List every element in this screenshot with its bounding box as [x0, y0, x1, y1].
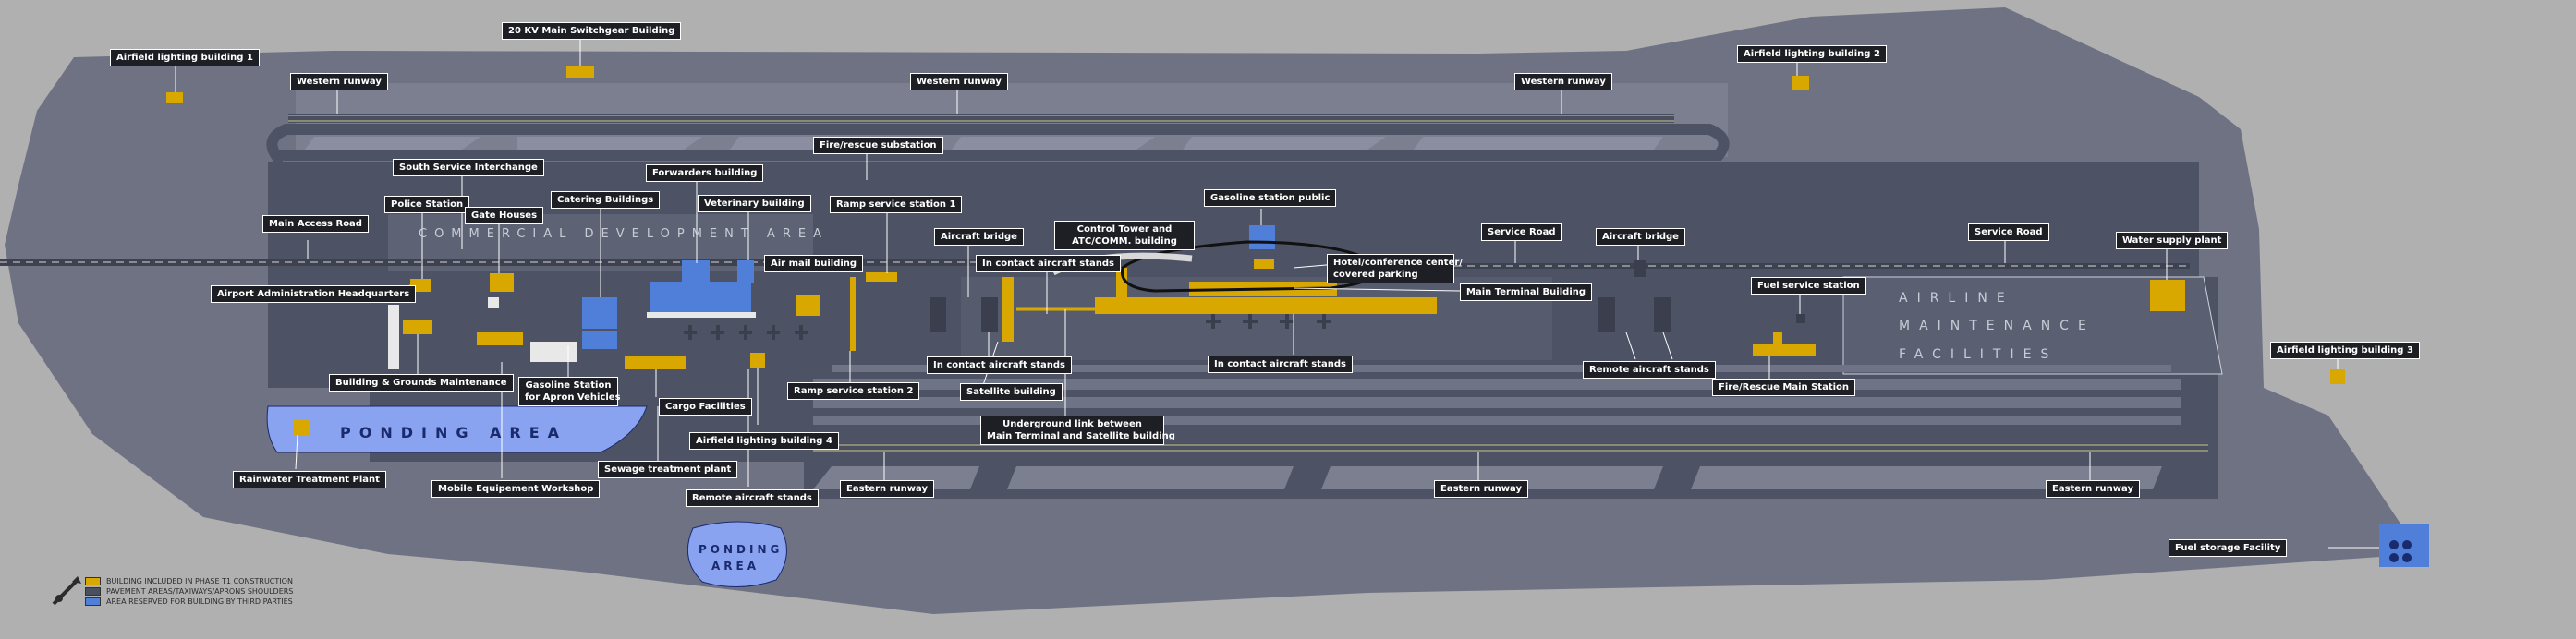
airline-maintenance-label-1: AIRLINE	[1899, 291, 2014, 306]
label-water-supply-plant: Water supply plant	[2116, 232, 2229, 249]
label-western-runway-2: Western runway	[910, 73, 1008, 90]
legend-swatch-third-party	[85, 597, 101, 606]
legend-text-pavement: PAVEMENT AREAS/TAXIWAYS/APRONS SHOULDERS	[106, 587, 294, 596]
label-underground-link: Underground link between Main Terminal a…	[980, 416, 1175, 445]
label-main-terminal-building: Main Terminal Building	[1460, 283, 1593, 301]
label-contact-stands-2: In contact aircraft stands	[927, 356, 1072, 374]
western-runway	[288, 114, 1674, 123]
legend-text-phase-t1: BUILDING INCLUDED IN PHASE T1 CONSTRUCTI…	[106, 577, 293, 585]
ponding-area-small	[687, 521, 787, 587]
label-airport-administration: Airport Administration Headquarters	[211, 285, 417, 303]
label-gasoline-station-public: Gasoline station public	[1204, 189, 1337, 207]
phase-t1-buildings	[166, 66, 2345, 435]
label-gas-apron-line-1: Gasoline Station	[525, 380, 612, 391]
legend-swatch-pavement	[85, 587, 101, 596]
label-airfield-lighting-2: Airfield lighting building 2	[1737, 45, 1887, 63]
label-western-runway-3: Western runway	[1514, 73, 1612, 90]
label-satellite-building: Satellite building	[960, 383, 1063, 401]
label-eastern-runway-3: Eastern runway	[2046, 480, 2140, 498]
label-building-grounds-maintenance: Building & Grounds Maintenance	[329, 374, 514, 392]
label-air-mail-building: Air mail building	[764, 255, 864, 272]
legend-swatch-phase-t1	[85, 577, 101, 585]
ponding-area-main-label: PONDING AREA	[340, 424, 568, 441]
label-control-tower-line-1: Control Tower and	[1076, 224, 1173, 235]
label-gasoline-station-apron: Gasoline Station for Apron Vehicles	[518, 377, 621, 406]
ponding-area-small-label-1: PONDING	[699, 543, 784, 556]
label-contact-stands-3: In contact aircraft stands	[1208, 356, 1353, 373]
label-remote-stands-2: Remote aircraft stands	[686, 489, 819, 507]
label-gas-apron-line-2: for Apron Vehicles	[525, 392, 621, 403]
label-catering-buildings: Catering Buildings	[551, 191, 661, 209]
airline-maintenance-area	[1842, 276, 2223, 375]
map-legend: BUILDING INCLUDED IN PHASE T1 CONSTRUCTI…	[85, 576, 293, 607]
ponding-area-small-label-2: AREA	[711, 560, 759, 573]
label-hotel-conference: Hotel/conference center/ covered parking	[1327, 254, 1463, 283]
label-rainwater-treatment: Rainwater Treatment Plant	[233, 471, 386, 488]
fuel-storage-tanks	[2389, 540, 2412, 562]
legend-item-phase-t1: BUILDING INCLUDED IN PHASE T1 CONSTRUCTI…	[85, 576, 293, 586]
label-western-runway-1: Western runway	[290, 73, 388, 90]
label-police-station: Police Station	[384, 196, 470, 213]
ponding-area-main	[266, 405, 648, 453]
aircraft-icons	[684, 314, 1331, 340]
label-control-tower: Control Tower and ATC/COMM. building	[1054, 221, 1195, 250]
label-cargo-facilities: Cargo Facilities	[659, 398, 752, 416]
label-south-service-interchange: South Service Interchange	[393, 159, 544, 176]
label-airfield-lighting-3: Airfield lighting building 3	[2270, 342, 2420, 359]
legend-item-pavement: PAVEMENT AREAS/TAXIWAYS/APRONS SHOULDERS	[85, 586, 293, 597]
label-service-road-1: Service Road	[1481, 223, 1562, 241]
airline-maintenance-label-2: MAINTENANCE	[1899, 319, 2096, 333]
label-20kv-switchgear: 20 KV Main Switchgear Building	[502, 22, 682, 40]
legend-text-third-party: AREA RESERVED FOR BUILDING BY THIRD PART…	[106, 597, 293, 606]
label-sewage-treatment: Sewage treatment plant	[598, 461, 738, 478]
white-structures	[388, 297, 756, 369]
label-fuel-service-station: Fuel service station	[1751, 277, 1866, 295]
eastern-runway	[813, 443, 2208, 452]
label-aircraft-bridge-2: Aircraft bridge	[1596, 228, 1685, 246]
label-hotel-line-1: Hotel/conference center/	[1333, 258, 1463, 268]
label-forwarders-building: Forwarders building	[646, 164, 764, 182]
commercial-development-area-label: COMMERCIAL DEVELOPMENT AREA	[419, 227, 829, 241]
legend-item-third-party: AREA RESERVED FOR BUILDING BY THIRD PART…	[85, 597, 293, 607]
label-hotel-line-2: covered parking	[1333, 270, 1418, 280]
label-gate-houses: Gate Houses	[465, 207, 544, 224]
service-road	[1441, 263, 2190, 269]
remote-stand-markers	[930, 260, 1805, 332]
label-contact-stands-1: In contact aircraft stands	[976, 255, 1121, 272]
airline-maintenance-label-3: FACILITIES	[1899, 347, 2059, 362]
label-underground-line-1: Underground link between	[1002, 419, 1142, 429]
label-fuel-storage-facility: Fuel storage Facility	[2169, 539, 2288, 557]
label-underground-line-2: Main Terminal and Satellite building	[987, 431, 1175, 441]
label-control-tower-line-2: ATC/COMM. building	[1072, 236, 1177, 247]
label-airfield-lighting-4: Airfield lighting building 4	[689, 432, 839, 450]
label-fire-rescue-main-station: Fire/Rescue Main Station	[1712, 379, 1856, 396]
label-veterinary-building: Veterinary building	[698, 195, 811, 212]
label-eastern-runway-1: Eastern runway	[840, 480, 934, 498]
leader-lines	[175, 37, 2379, 549]
third-party-buildings	[582, 225, 2429, 567]
north-arrow-icon	[52, 576, 81, 606]
label-ramp-service-station-2: Ramp service station 2	[787, 382, 920, 400]
label-eastern-runway-2: Eastern runway	[1434, 480, 1528, 498]
label-fire-rescue-substation: Fire/rescue substation	[813, 137, 943, 154]
label-airfield-lighting-1: Airfield lighting building 1	[110, 49, 260, 66]
label-service-road-2: Service Road	[1968, 223, 2049, 241]
label-aircraft-bridge-1: Aircraft bridge	[934, 228, 1024, 246]
label-remote-stands-1: Remote aircraft stands	[1583, 361, 1716, 379]
label-mobile-equipment-workshop: Mobile Equipement Workshop	[431, 480, 601, 498]
western-taxiway	[266, 124, 1730, 175]
label-main-access-road: Main Access Road	[262, 215, 369, 233]
label-ramp-service-station-1: Ramp service station 1	[830, 196, 963, 213]
